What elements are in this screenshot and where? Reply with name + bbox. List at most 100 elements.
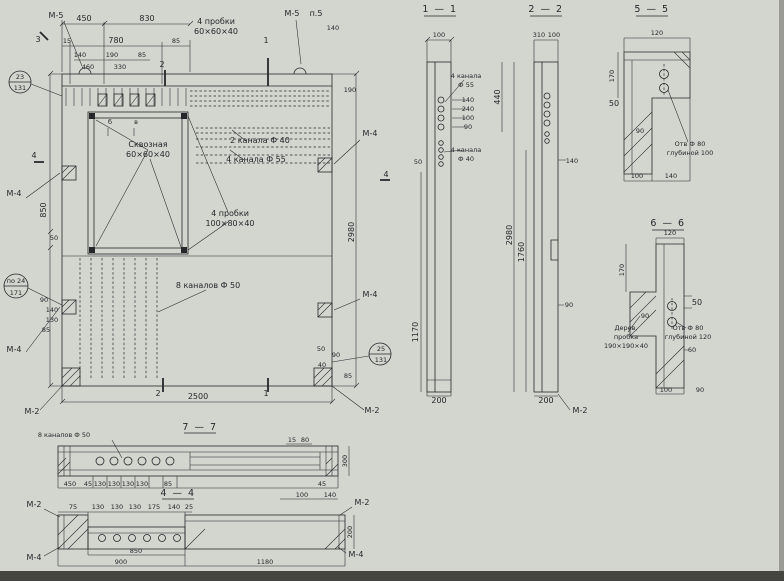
lifting-loop bbox=[293, 67, 307, 75]
dim-label: 850 bbox=[130, 547, 142, 555]
section-6-6: 6 — 6 120 170 50 90 60 100 90 Дерев, про… bbox=[604, 218, 712, 395]
window-opening bbox=[87, 111, 189, 255]
balloon-text: 23 bbox=[16, 73, 24, 81]
dim-label: 85 bbox=[172, 37, 180, 45]
cut-mark-label: 1 bbox=[263, 36, 268, 45]
dim-label: 130 bbox=[136, 480, 148, 488]
dim-label: 310 bbox=[533, 31, 545, 39]
top-dim-chain bbox=[59, 20, 194, 84]
dim-label: 120 bbox=[651, 29, 663, 37]
dim-label: 100 bbox=[548, 31, 560, 39]
dim-label: 780 bbox=[108, 36, 123, 45]
marker-m2: М-2 bbox=[365, 406, 380, 415]
marker-m4: М-4 bbox=[363, 129, 378, 138]
dim-label: 460 bbox=[82, 63, 94, 71]
dim-label: 140 bbox=[665, 172, 677, 180]
section-7-7: 7 — 7 8 каналов Ф 50 450 45 130 130 130 … bbox=[38, 422, 350, 500]
dim-label: 140 bbox=[462, 96, 474, 104]
hatch bbox=[57, 514, 346, 550]
main-elevation: 450 830 15 780 85 140 190 85 460 330 140… bbox=[3, 9, 392, 416]
callout: 4 канала bbox=[451, 146, 481, 154]
cut-mark-label: 2 bbox=[155, 389, 160, 398]
dim-label: 200 bbox=[431, 396, 446, 405]
marker-m4: М-4 bbox=[349, 550, 364, 559]
marker-p5: п.5 bbox=[310, 9, 323, 18]
upper-channels-dashed bbox=[190, 90, 331, 107]
top-band-hatch bbox=[65, 88, 187, 106]
balloon-text: по 24 bbox=[7, 277, 26, 285]
cut-mark-label: 4 bbox=[383, 170, 388, 179]
skvoznaya-leaders bbox=[95, 119, 182, 248]
dim-label: 200 bbox=[346, 526, 354, 538]
left-dim-chain bbox=[47, 70, 62, 389]
dim-label: 25 bbox=[185, 503, 193, 511]
dim-label: 50 bbox=[414, 158, 422, 166]
dim-label: 170 bbox=[608, 70, 616, 82]
dim-label: 90 bbox=[641, 312, 649, 320]
callout: Отв Ф 80 bbox=[675, 140, 706, 148]
dim-label: 45 bbox=[84, 480, 92, 488]
callout: Ф 40 bbox=[458, 155, 474, 163]
marker-m5: М-5 bbox=[49, 11, 64, 20]
dim-label: 90 bbox=[565, 301, 573, 309]
marker-m2: М-2 bbox=[27, 500, 42, 509]
dim-label: 85 bbox=[164, 480, 172, 488]
dim-label: 130 bbox=[108, 480, 120, 488]
callout: 4 пробки bbox=[211, 209, 249, 218]
callout: пробка bbox=[614, 333, 638, 341]
callout: Сквозная bbox=[128, 140, 167, 149]
callout: 8 каналов Ф 50 bbox=[176, 281, 240, 290]
dim-label: 100 bbox=[462, 114, 474, 122]
cut-mark-label: 4 bbox=[31, 151, 36, 160]
dim-label: 90 bbox=[332, 351, 340, 359]
section-2-2: 2 — 2 310 100 2980 1760 140 90 200 М-2 bbox=[505, 4, 587, 415]
dim-label: 140 bbox=[566, 157, 578, 165]
dim-label: 2980 bbox=[505, 225, 514, 245]
hatch bbox=[629, 291, 685, 389]
bottom-dim-chain bbox=[59, 386, 336, 405]
callout: Отв Ф 80 bbox=[673, 324, 704, 332]
dim-label: 450 bbox=[76, 14, 91, 23]
dim-label: 140 bbox=[74, 51, 86, 59]
dim-label: 130 bbox=[94, 480, 106, 488]
section-title: 4 — 4 bbox=[160, 488, 195, 499]
marker-m2: М-2 bbox=[355, 498, 370, 507]
callout: 60×60×40 bbox=[126, 150, 170, 159]
dim-label: 85 bbox=[138, 51, 146, 59]
dim-label: 175 bbox=[148, 503, 160, 511]
dim-label: 100 bbox=[433, 31, 445, 39]
marker-m4: М-4 bbox=[7, 189, 22, 198]
cut-mark-label: 3 bbox=[35, 35, 40, 44]
dim-label: 900 bbox=[115, 558, 127, 566]
dim-label: 830 bbox=[139, 14, 154, 23]
balloon-text: 171 bbox=[10, 289, 22, 297]
dim-label: 130 bbox=[92, 503, 104, 511]
dim-label: 850 bbox=[39, 202, 48, 217]
dim-label: 130 bbox=[111, 503, 123, 511]
channels-f55-dashed bbox=[196, 138, 330, 164]
dim-label: 190 bbox=[106, 51, 118, 59]
cut-mark-label: в bbox=[134, 118, 138, 126]
dim-label: 130 bbox=[129, 503, 141, 511]
callout: Ф 55 bbox=[458, 81, 474, 89]
callout: глубиной 120 bbox=[665, 333, 712, 341]
section-4-4: 4 — 4 М-2 М-2 М-4 М-4 75 130 130 130 175… bbox=[27, 488, 370, 567]
marker-m4: М-4 bbox=[7, 345, 22, 354]
section-title: 2 — 2 bbox=[528, 4, 563, 15]
m5-leaders bbox=[63, 19, 302, 67]
lifting-loop bbox=[78, 67, 92, 75]
dim-label: 40 bbox=[318, 361, 326, 369]
section-5-5: 5 — 5 120 170 50 90 100 140 Отв Ф 80 глу… bbox=[608, 4, 713, 182]
dim-label: 140 bbox=[327, 24, 339, 32]
dim-label: 90 bbox=[464, 123, 472, 131]
balloon-text: 131 bbox=[14, 84, 26, 92]
marker-m2: М-2 bbox=[573, 406, 588, 415]
panel-outline bbox=[61, 73, 333, 387]
probki100-leaders bbox=[187, 115, 229, 251]
dim-label: 200 bbox=[538, 396, 553, 405]
section-1-1: 1 — 1 4 канала Ф 55 140 240 100 90 4 кан… bbox=[411, 4, 503, 405]
dim-label: 100 bbox=[660, 386, 672, 394]
dim-label: 130 bbox=[46, 316, 58, 324]
